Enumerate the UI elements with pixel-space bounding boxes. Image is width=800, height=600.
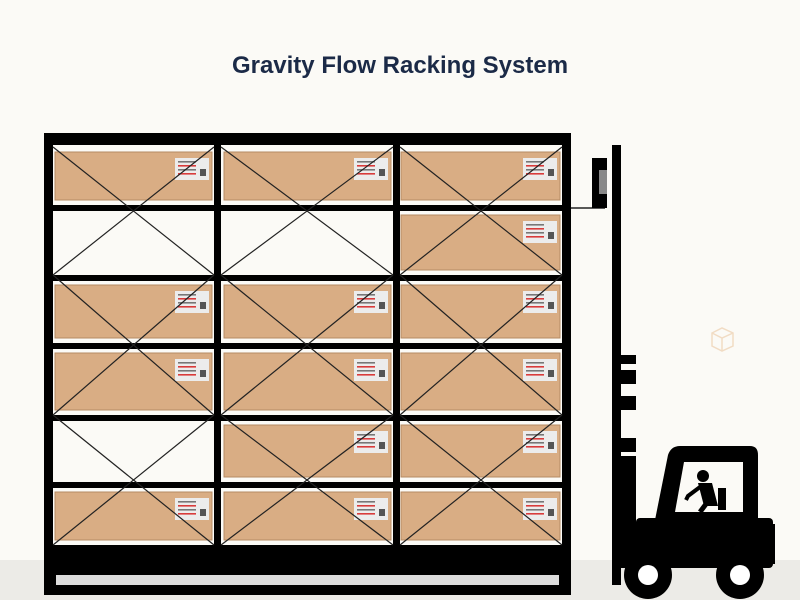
shelf-beam — [44, 205, 571, 211]
carton — [223, 491, 392, 541]
carton — [223, 151, 392, 201]
shipping-label — [354, 359, 388, 381]
rack-left-post — [44, 133, 53, 595]
shelf-beam — [44, 545, 571, 551]
carton — [400, 491, 561, 541]
carton — [400, 151, 561, 201]
rack-mid-post-2 — [393, 133, 400, 551]
box-outline-icon — [711, 327, 734, 352]
rack-top-beam — [44, 133, 571, 145]
shipping-label — [354, 431, 388, 453]
page-title: Gravity Flow Racking System — [231, 52, 569, 79]
shipping-label — [523, 431, 557, 453]
carton — [54, 352, 213, 411]
rack-right-post — [562, 133, 571, 595]
carton — [400, 424, 561, 478]
rack-base-slot — [56, 575, 559, 585]
carton-layer — [54, 151, 561, 541]
shipping-label — [523, 221, 557, 243]
carton — [223, 352, 392, 411]
carton — [223, 424, 392, 478]
rack-base — [44, 545, 571, 595]
carton — [54, 284, 213, 339]
carton — [400, 284, 561, 339]
carton — [54, 151, 213, 201]
shelf-beam — [44, 415, 571, 421]
shipping-label — [175, 158, 209, 180]
forklift-driver-icon — [684, 470, 726, 514]
carton — [223, 284, 392, 339]
shelf-beam — [44, 482, 571, 488]
cross-bracing — [52, 146, 563, 546]
carton — [400, 352, 561, 411]
shipping-label — [175, 498, 209, 520]
carton — [400, 214, 561, 271]
shipping-label — [175, 359, 209, 381]
shipping-label — [354, 291, 388, 313]
shipping-label — [523, 498, 557, 520]
forklift-mast — [612, 145, 636, 585]
pulley-icon — [571, 158, 607, 209]
carton — [54, 491, 213, 541]
shipping-label — [523, 158, 557, 180]
rack-mid-post-1 — [214, 133, 221, 551]
shipping-label — [354, 158, 388, 180]
shelf-beam — [44, 275, 571, 281]
shipping-label — [354, 498, 388, 520]
shipping-label — [523, 359, 557, 381]
rack-frame — [44, 133, 571, 595]
